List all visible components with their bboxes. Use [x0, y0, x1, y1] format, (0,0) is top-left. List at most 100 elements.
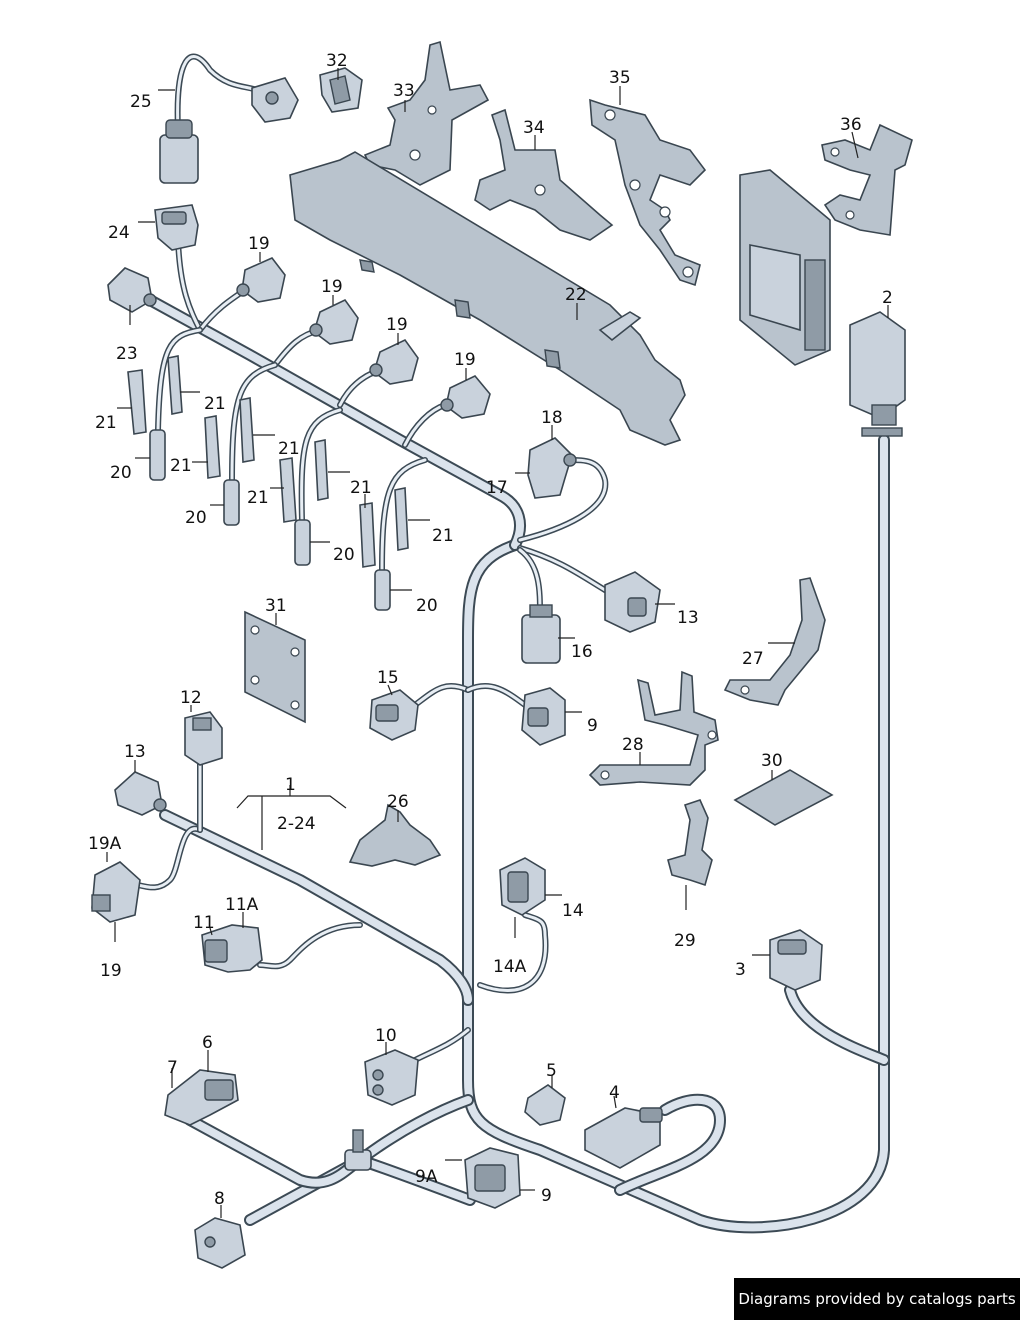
label-20-b: 20 [185, 508, 207, 528]
label-18: 18 [541, 408, 563, 428]
callout-labels: 25 32 33 34 35 36 24 19 19 19 19 23 22 2… [88, 51, 893, 1209]
sensor-25 [159, 53, 299, 184]
label-5: 5 [546, 1061, 557, 1081]
label-19-b: 19 [321, 277, 343, 297]
label-19-lower: 19 [100, 961, 122, 981]
bracket-34 [474, 108, 614, 241]
control-unit [739, 169, 831, 366]
connector-8 [194, 1217, 246, 1269]
label-20-c: 20 [333, 545, 355, 565]
plug-20-3 [294, 519, 311, 566]
label-6: 6 [202, 1033, 213, 1053]
label-19-a: 19 [248, 234, 270, 254]
sleeve-21-4 [239, 397, 255, 463]
connector-18 [527, 437, 577, 499]
sleeve-21-3 [204, 415, 221, 479]
label-29: 29 [674, 931, 696, 951]
label-21-d: 21 [278, 439, 300, 459]
bracket-36 [821, 123, 913, 236]
heat-shield-31 [244, 610, 306, 724]
label-34: 34 [523, 118, 545, 138]
leader-lines [106, 68, 889, 1218]
connector-9-lower [464, 1147, 521, 1209]
label-19-d: 19 [454, 350, 476, 370]
connector-6 [164, 1069, 239, 1126]
label-35: 35 [609, 68, 631, 88]
label-9-upper: 9 [587, 716, 598, 736]
label-8: 8 [214, 1189, 225, 1209]
label-24: 24 [108, 223, 130, 243]
label-26: 26 [387, 792, 409, 812]
connector-19-2 [309, 298, 359, 345]
connector-2 [849, 311, 906, 437]
label-16: 16 [571, 642, 593, 662]
label-13-right: 13 [677, 608, 699, 628]
label-13-left: 13 [124, 742, 146, 762]
label-9-lower: 9 [541, 1186, 552, 1206]
connector-14 [499, 857, 546, 916]
label-25: 25 [130, 92, 152, 112]
plug-20-1 [149, 429, 166, 481]
label-19A: 19A [88, 834, 122, 854]
credit-text: Diagrams provided by catalogs parts [738, 1290, 1016, 1308]
label-2: 2 [882, 288, 893, 308]
label-14: 14 [562, 901, 584, 921]
label-21-g: 21 [432, 526, 454, 546]
label-15: 15 [377, 668, 399, 688]
bracket-27 [723, 577, 826, 706]
sleeve-21-6 [314, 439, 329, 501]
label-17: 17 [486, 478, 508, 498]
clip-32 [319, 67, 363, 113]
bracket-33 [363, 40, 490, 186]
connector-19-3 [369, 338, 419, 385]
splice-junction [344, 1129, 372, 1171]
label-27: 27 [742, 649, 764, 669]
clip-5 [524, 1084, 566, 1126]
label-36: 36 [840, 115, 862, 135]
holder-29 [667, 799, 713, 887]
connector-24 [154, 204, 199, 251]
bracket-35 [589, 98, 707, 287]
label-4: 4 [609, 1083, 620, 1103]
connector-13-left [114, 771, 167, 816]
label-21-a: 21 [95, 413, 117, 433]
sleeve-21-5 [279, 457, 297, 523]
label-1: 1 [285, 775, 296, 795]
label-30: 30 [761, 751, 783, 771]
label-33: 33 [393, 81, 415, 101]
plug-20-4 [374, 569, 391, 611]
sleeve-21-2 [167, 355, 183, 415]
label-20-d: 20 [416, 596, 438, 616]
connector-4 [584, 1107, 663, 1169]
label-22: 22 [565, 285, 587, 305]
label-21-c: 21 [170, 456, 192, 476]
label-23: 23 [116, 344, 138, 364]
connector-19-lower [91, 861, 141, 923]
connector-12 [184, 711, 223, 766]
label-3: 3 [735, 960, 746, 980]
connector-9-upper [521, 687, 566, 746]
label-11: 11 [193, 913, 215, 933]
label-12: 12 [180, 688, 202, 708]
label-10: 10 [375, 1026, 397, 1046]
sleeve-21-1 [127, 369, 147, 435]
label-9A: 9A [415, 1167, 438, 1187]
connector-23 [107, 267, 157, 313]
label-21-f: 21 [350, 478, 372, 498]
plug-20-2 [223, 479, 240, 526]
connector-15 [369, 689, 419, 741]
label-21-e: 21 [247, 488, 269, 508]
bracket-26 [348, 803, 442, 867]
bracket-28 [588, 670, 719, 786]
label-14A: 14A [493, 957, 527, 977]
label-20-a: 20 [110, 463, 132, 483]
sleeve-21-8 [394, 487, 409, 551]
connector-11 [201, 924, 263, 973]
label-2-24: 2-24 [277, 814, 316, 834]
connector-19-1 [236, 257, 286, 303]
connector-19-4 [440, 375, 491, 419]
plate-30 [733, 769, 834, 826]
label-28: 28 [622, 735, 644, 755]
sleeve-21-7 [359, 502, 376, 568]
